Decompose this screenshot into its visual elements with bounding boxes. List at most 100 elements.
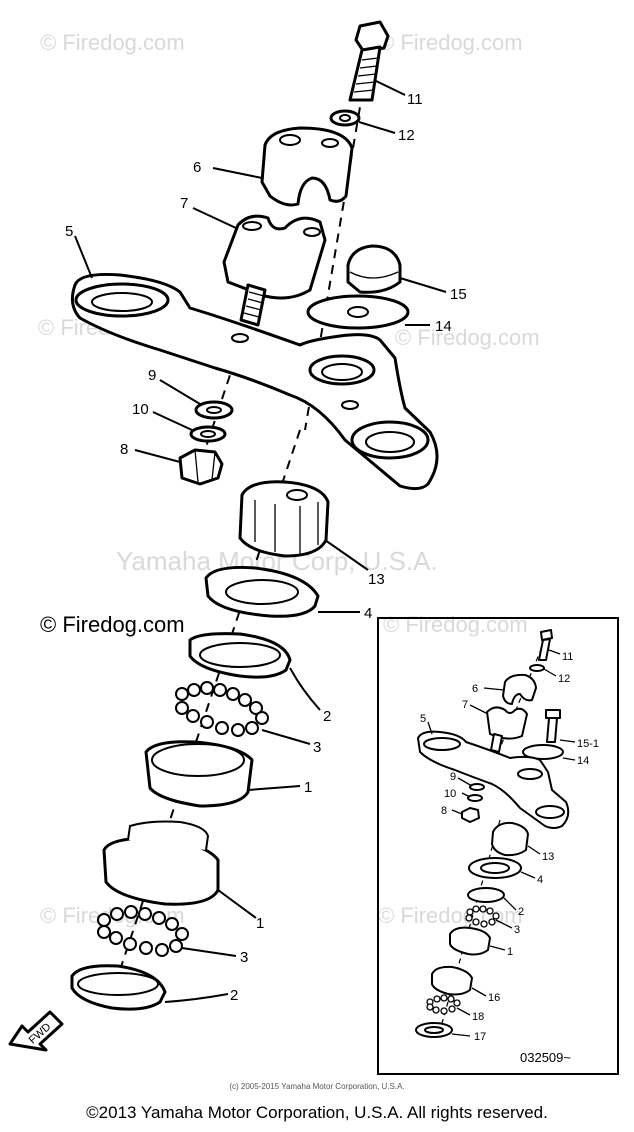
inset-label-6: 6 — [472, 683, 478, 695]
small-copyright: (c) 2005-2015 Yamaha Motor Corporation, … — [229, 1082, 405, 1091]
inset-label-10: 10 — [444, 788, 456, 800]
copyright-footer: ©2013 Yamaha Motor Corporation, U.S.A. A… — [86, 1103, 548, 1122]
inset-part-2-race — [467, 887, 505, 903]
label-14: 14 — [435, 318, 452, 335]
inset-part-16 — [431, 965, 473, 996]
leader-15 — [399, 277, 447, 293]
part-1-lower-race-cup — [102, 820, 220, 906]
leader-11 — [373, 79, 406, 96]
part-3-upper-balls — [175, 681, 269, 737]
inset-label-4: 4 — [537, 874, 543, 886]
inset-label-18: 18 — [472, 1011, 484, 1023]
part-13-ring-nut — [238, 480, 330, 558]
leader-7 — [192, 207, 237, 229]
inset-label-3: 3 — [514, 924, 520, 936]
leader-3a — [261, 729, 311, 745]
inset-part-14-washer — [522, 744, 564, 760]
leader-6 — [212, 167, 263, 179]
leader-2b — [164, 993, 229, 1003]
inset-label-16: 16 — [488, 992, 500, 1004]
inset-part-13-ring-nut — [491, 821, 529, 857]
part-10-lockwasher — [189, 425, 227, 443]
part-4-dust-seal — [204, 566, 320, 618]
watermark-mid-right: © Firedog.com — [395, 325, 540, 350]
leader-5 — [74, 235, 93, 279]
inset-label-11: 11 — [562, 651, 573, 663]
inset-part-4-dust-seal — [468, 857, 522, 879]
inset-label-13: 13 — [542, 851, 554, 863]
label-13: 13 — [368, 571, 385, 588]
label-1a: 1 — [304, 779, 312, 796]
label-12: 12 — [398, 127, 415, 144]
inset-code: 032509~ — [520, 1050, 571, 1065]
label-2b: 2 — [230, 987, 238, 1004]
label-6: 6 — [193, 159, 201, 176]
part-12-washer — [329, 109, 361, 127]
part-15-cap-nut — [346, 244, 402, 294]
label-5: 5 — [65, 223, 73, 240]
inset-part-7-lower-holder — [486, 706, 528, 740]
inset-label-17: 17 — [474, 1031, 486, 1043]
inset-part-5-handle-crown — [417, 730, 570, 829]
leader-10 — [152, 411, 193, 431]
watermark-top-left: © Firedog.com — [40, 30, 185, 55]
inset-label-15-1: 15-1 — [577, 738, 599, 750]
label-9: 9 — [148, 367, 156, 384]
inset-axis-upper — [494, 639, 546, 761]
label-15: 15 — [450, 286, 467, 303]
part-14-washer — [306, 294, 410, 330]
label-10: 10 — [132, 401, 149, 418]
inset-part-7-stud — [490, 733, 503, 753]
inset-part-1-race-cup — [449, 926, 491, 956]
leader-1b — [217, 889, 257, 919]
part-7-stud — [239, 283, 267, 327]
inset-part-11-bolt — [538, 629, 553, 661]
leader-13 — [324, 539, 369, 571]
watermark-inset: © Firedog.com — [383, 612, 528, 637]
inset-part-17-race — [415, 1022, 453, 1038]
part-8-nut — [178, 448, 224, 486]
leader-8 — [134, 449, 181, 463]
part-3-lower-balls — [97, 905, 189, 957]
label-11: 11 — [407, 91, 423, 108]
part-2-lower-ball-race — [70, 964, 167, 1011]
part-6-upper-holder — [260, 126, 354, 207]
part-9-washer — [194, 400, 234, 420]
inset-label-9: 9 — [450, 771, 456, 783]
watermark-top-right: © Firedog.com — [378, 30, 523, 55]
part-5-handle-crown — [70, 273, 439, 491]
inset-label-8: 8 — [441, 805, 447, 817]
inset-label-5: 5 — [420, 713, 426, 725]
part-11-bolt — [348, 20, 390, 102]
part-2-upper-ball-race — [188, 632, 292, 679]
leader-9 — [159, 379, 201, 405]
inset-part-12-washer — [529, 664, 545, 672]
leader-3b — [181, 947, 237, 957]
inset-part-6-upper-holder — [502, 673, 537, 705]
leader-12 — [358, 121, 396, 134]
inset-label-12: 12 — [558, 673, 570, 685]
inset-label-7: 7 — [462, 699, 468, 711]
watermark-main: © Firedog.com — [40, 612, 185, 637]
inset-label-1: 1 — [507, 946, 513, 958]
inset-part-3-balls — [465, 905, 500, 928]
label-3b: 3 — [240, 949, 248, 966]
inset-label-14: 14 — [577, 755, 589, 767]
fwd-arrow-icon: FWD — [8, 1010, 64, 1052]
label-2a: 2 — [323, 708, 331, 725]
part-1-upper-race-cup — [144, 740, 254, 808]
leader-1a — [247, 785, 301, 791]
inset-frame — [377, 617, 619, 1075]
label-3a: 3 — [313, 739, 321, 756]
leader-2a — [289, 667, 321, 711]
label-7: 7 — [180, 195, 188, 212]
label-8: 8 — [120, 441, 128, 458]
inset-label-2: 2 — [518, 906, 524, 918]
inset-part-18-balls — [426, 994, 461, 1015]
label-4: 4 — [364, 605, 372, 622]
inset-leaders — [427, 649, 576, 1037]
inset-part-9-washer — [469, 783, 485, 791]
part-7-lower-holder — [222, 214, 327, 300]
inset-part-8-nut — [461, 807, 480, 823]
